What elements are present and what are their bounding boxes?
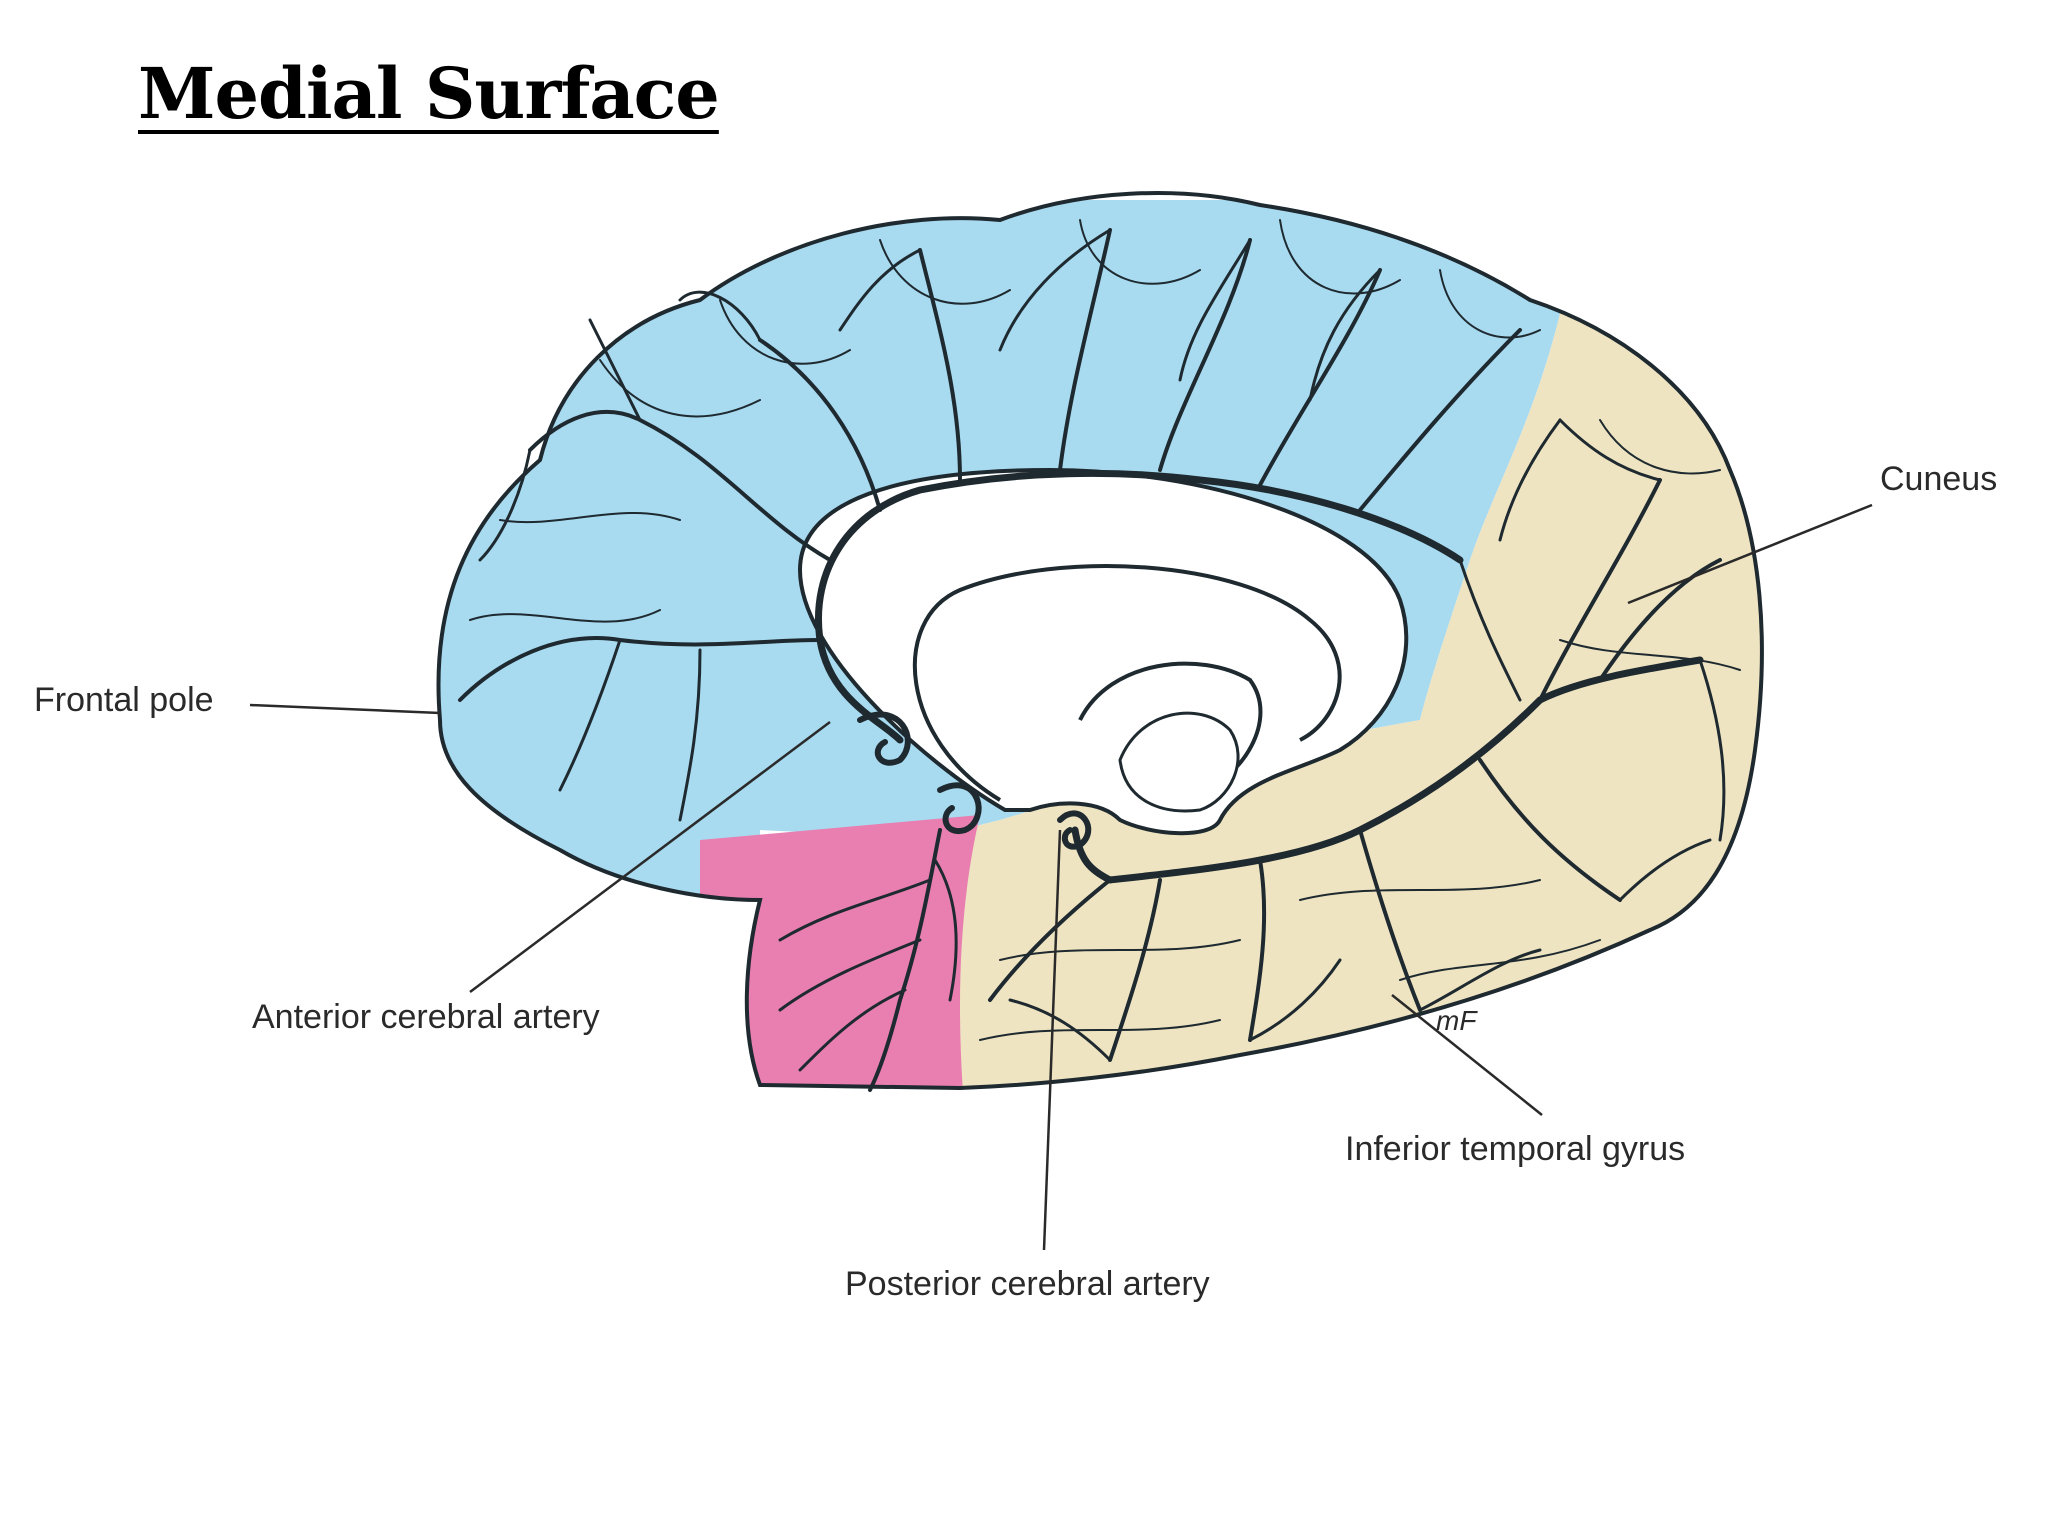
posterior-cerebral-artery-label: Posterior cerebral artery xyxy=(845,1265,1210,1303)
middle-territory xyxy=(700,815,980,1088)
anterior-artery-hook xyxy=(857,711,911,766)
cuneus-leader xyxy=(1627,503,1873,605)
posterior-cerebral-artery-leader xyxy=(1042,829,1062,1251)
frontal-pole-label: Frontal pole xyxy=(34,681,214,719)
origin-hook xyxy=(937,782,982,835)
inferior-temporal-gyrus-label: Inferior temporal gyrus xyxy=(1345,1130,1685,1168)
inferior-temporal-gyrus-leader xyxy=(1391,994,1543,1116)
posterior-cerebral-artery-branches xyxy=(988,418,1726,1062)
anterior-cerebral-artery-leader xyxy=(469,721,831,993)
slide-title: Medial Surface xyxy=(138,52,720,135)
anterior-cerebral-artery-branches xyxy=(458,228,1522,822)
frontal-pole-leader xyxy=(249,703,441,715)
thalamus-fill xyxy=(1118,711,1240,813)
posterior-artery-hook xyxy=(1057,810,1092,850)
cuneus-label: Cuneus xyxy=(1880,460,1997,498)
brain-outline xyxy=(436,191,1764,1091)
corpus-callosum-inner xyxy=(912,564,1342,802)
temporal-pole-branches xyxy=(778,828,958,1092)
anterior-cerebral-artery-label: Anterior cerebral artery xyxy=(252,998,600,1036)
gyral-lines xyxy=(469,219,1741,1041)
small-mark-label: mF xyxy=(1436,1005,1478,1036)
posterior-territory xyxy=(960,200,1762,1088)
